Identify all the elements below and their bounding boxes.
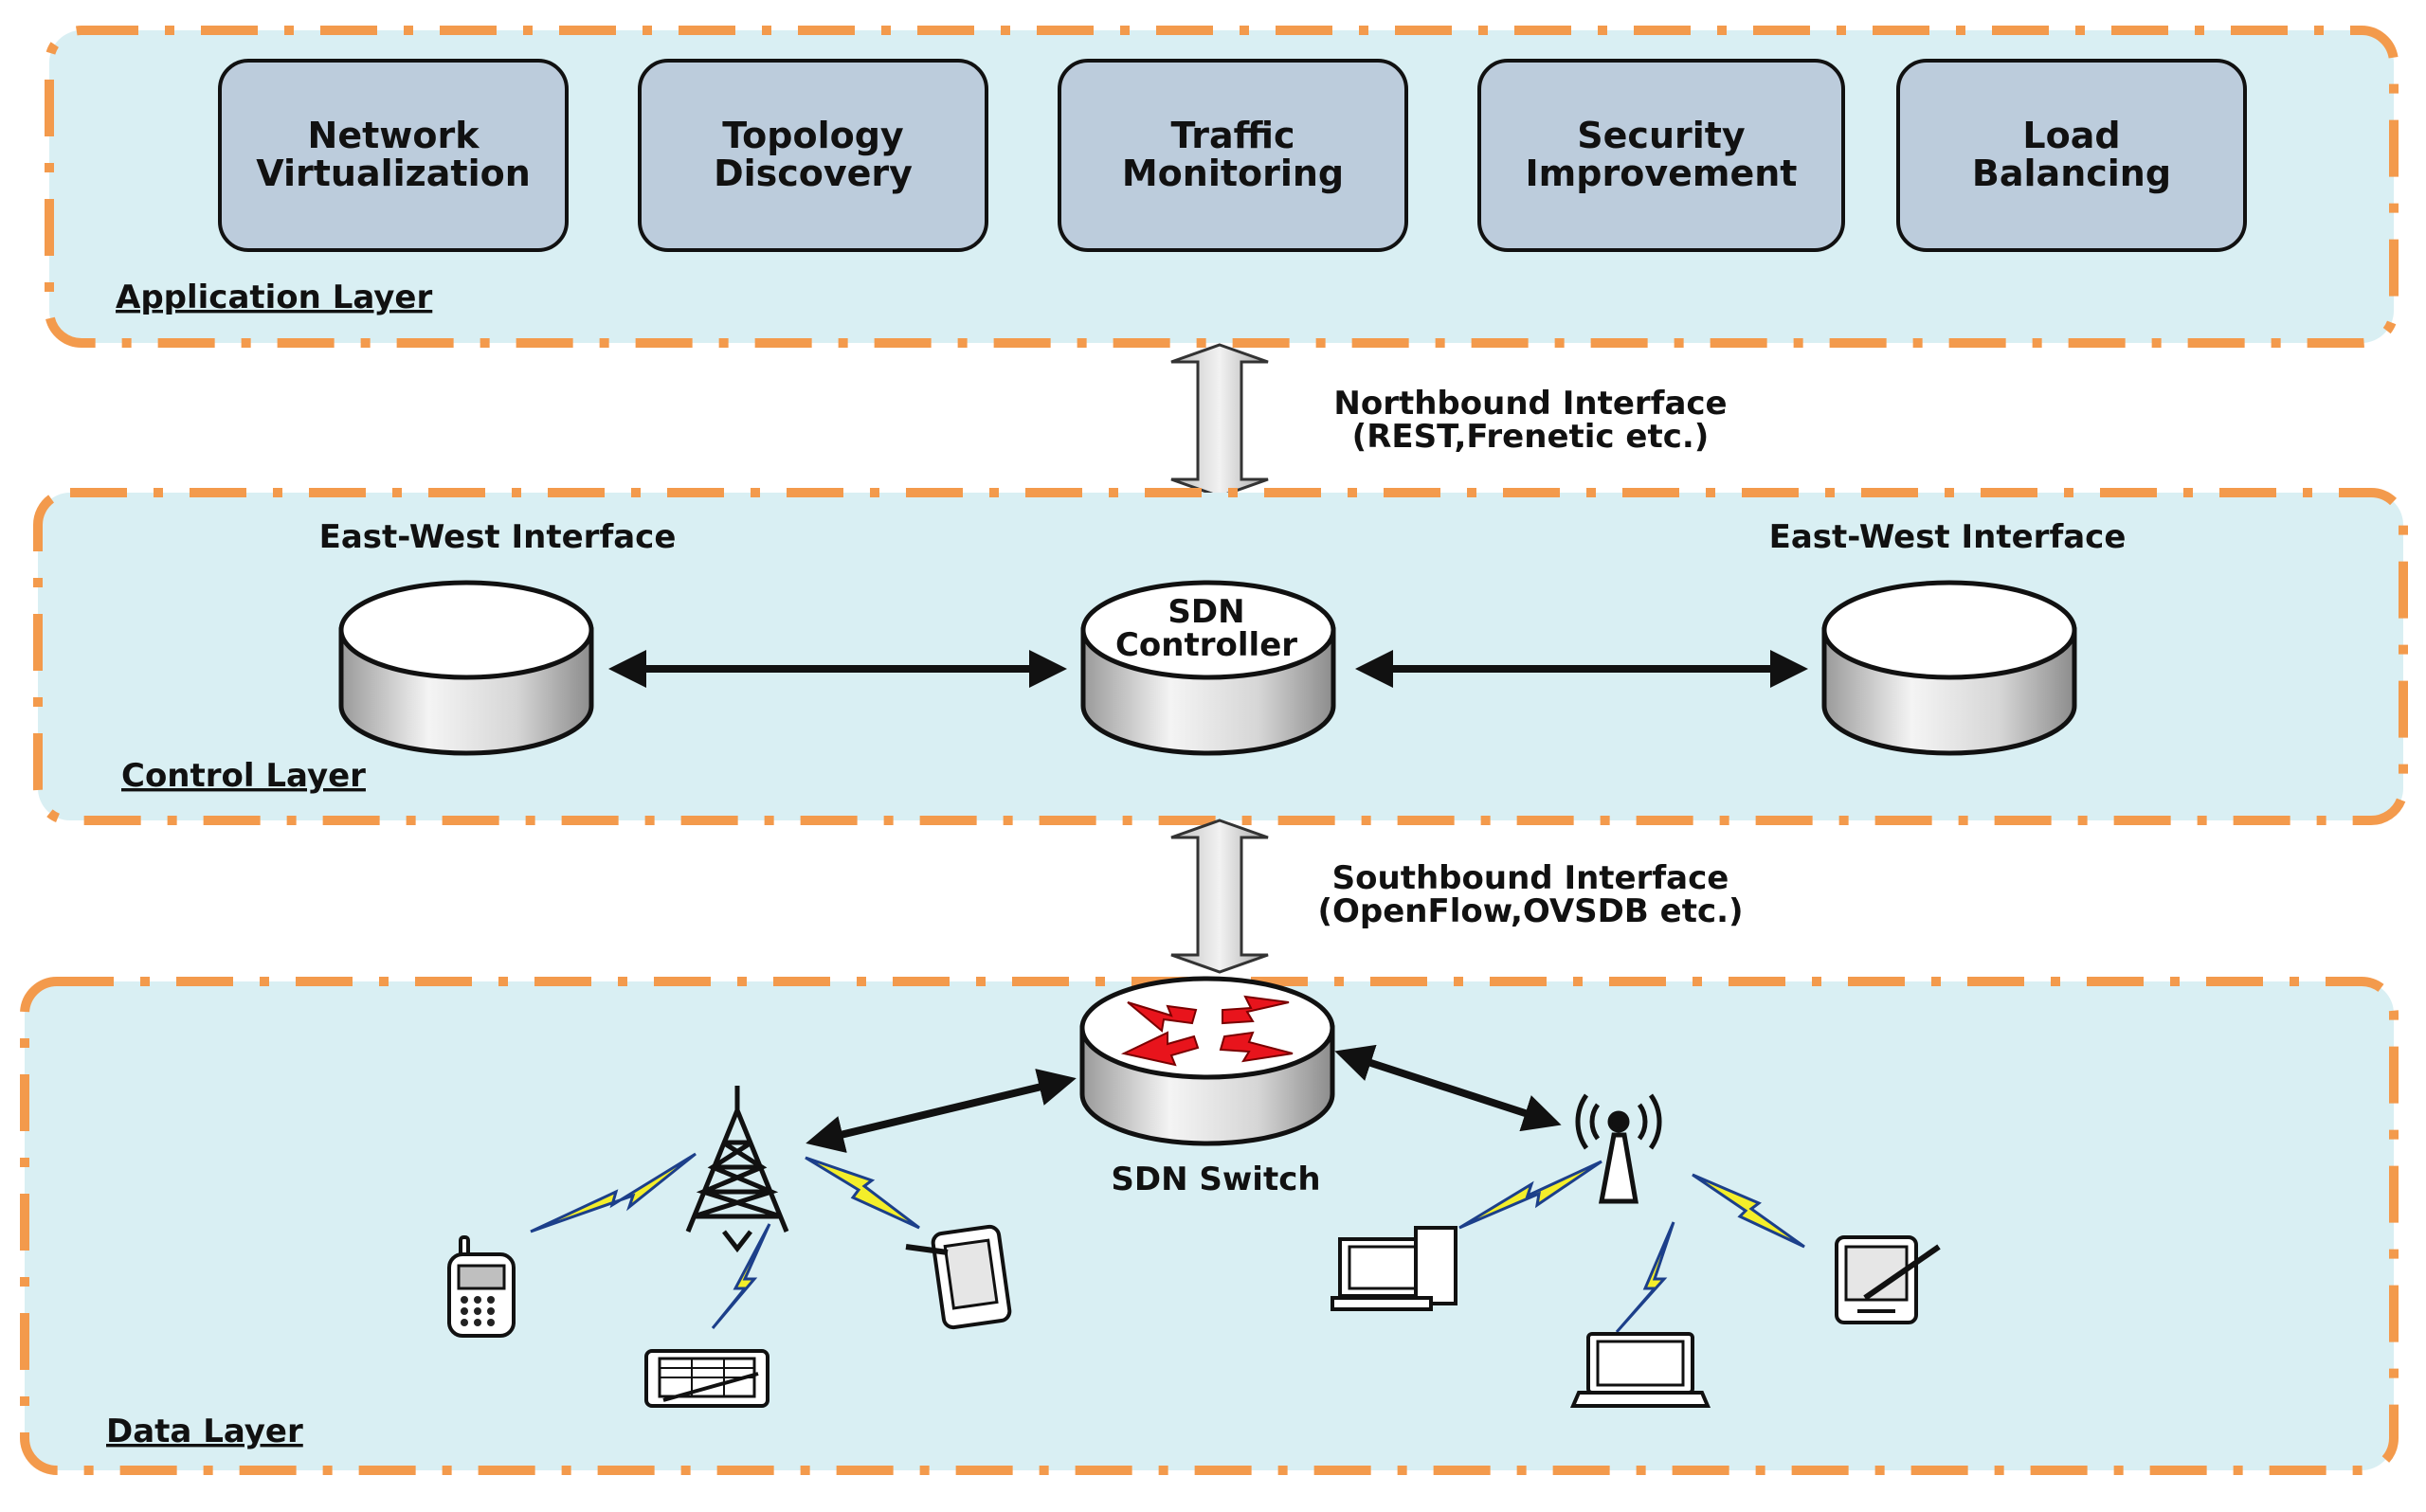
- app-line1: Security: [1577, 115, 1746, 156]
- peer-controller-left: [338, 580, 594, 756]
- controller-label-line2: Controller: [1115, 626, 1297, 664]
- data-layer: SDN Switch: [20, 976, 2399, 1475]
- switch-label: SDN Switch: [1111, 1161, 1320, 1198]
- southbound-arrow: [1170, 819, 1269, 974]
- data-layer-label: Data Layer: [106, 1413, 303, 1450]
- app-line1: Traffic: [1170, 115, 1294, 156]
- router-icon: [1079, 976, 1335, 1146]
- northbound-protocols: (REST,Frenetic etc.): [1352, 418, 1710, 456]
- tablet-icon: [905, 1224, 1012, 1330]
- app-line1: Load: [2022, 115, 2120, 156]
- controller-label-line1: SDN: [1168, 593, 1244, 631]
- control-layer: East-West Interface East-West Interface …: [33, 488, 2408, 825]
- app-topology-discovery: Topology Discovery: [638, 59, 988, 252]
- northbound-arrow: [1170, 343, 1269, 498]
- application-layer-label: Application Layer: [116, 279, 432, 316]
- app-line2: Discovery: [714, 153, 913, 194]
- northbound-label: Northbound Interface: [1333, 385, 1727, 423]
- peer-controller-right: [1821, 580, 2077, 756]
- application-layer: Network Virtualization Topology Discover…: [45, 26, 2399, 348]
- wifi-access-point-icon: [1575, 1093, 1662, 1204]
- app-line2: Monitoring: [1122, 153, 1344, 194]
- app-line2: Virtualization: [256, 153, 531, 194]
- east-west-label-left: East-West Interface: [319, 518, 677, 556]
- sdn-controller: SDN Controller: [1080, 580, 1336, 756]
- app-line1: Topology: [722, 115, 904, 156]
- switch-tower-link: [806, 1069, 1077, 1153]
- app-network-virtualization: Network Virtualization: [218, 59, 569, 252]
- southbound-label: Southbound Interface: [1332, 859, 1729, 897]
- app-line2: Improvement: [1526, 153, 1798, 194]
- lightning-icon: [530, 1152, 1805, 1333]
- east-west-label-right: East-West Interface: [1769, 518, 2127, 556]
- app-line1: Network: [308, 115, 480, 156]
- app-traffic-monitoring: Traffic Monitoring: [1058, 59, 1408, 252]
- data-layer-box: [20, 977, 2399, 1475]
- app-load-balancing: Load Balancing: [1896, 59, 2247, 252]
- southbound-protocols: (OpenFlow,OVSDB etc.): [1317, 892, 1743, 930]
- handheld-device-icon: [644, 1349, 769, 1408]
- desktop-computer-icon: [1331, 1226, 1457, 1311]
- switch-ap-link: [1334, 1044, 1562, 1132]
- app-line2: Balancing: [1972, 153, 2171, 194]
- app-security-improvement: Security Improvement: [1477, 59, 1845, 252]
- control-layer-label: Control Layer: [121, 757, 366, 795]
- cell-tower-icon: [685, 1086, 789, 1253]
- laptop-icon: [1569, 1332, 1711, 1408]
- pda-icon: [1835, 1235, 1941, 1324]
- mobile-phone-icon: [447, 1235, 516, 1338]
